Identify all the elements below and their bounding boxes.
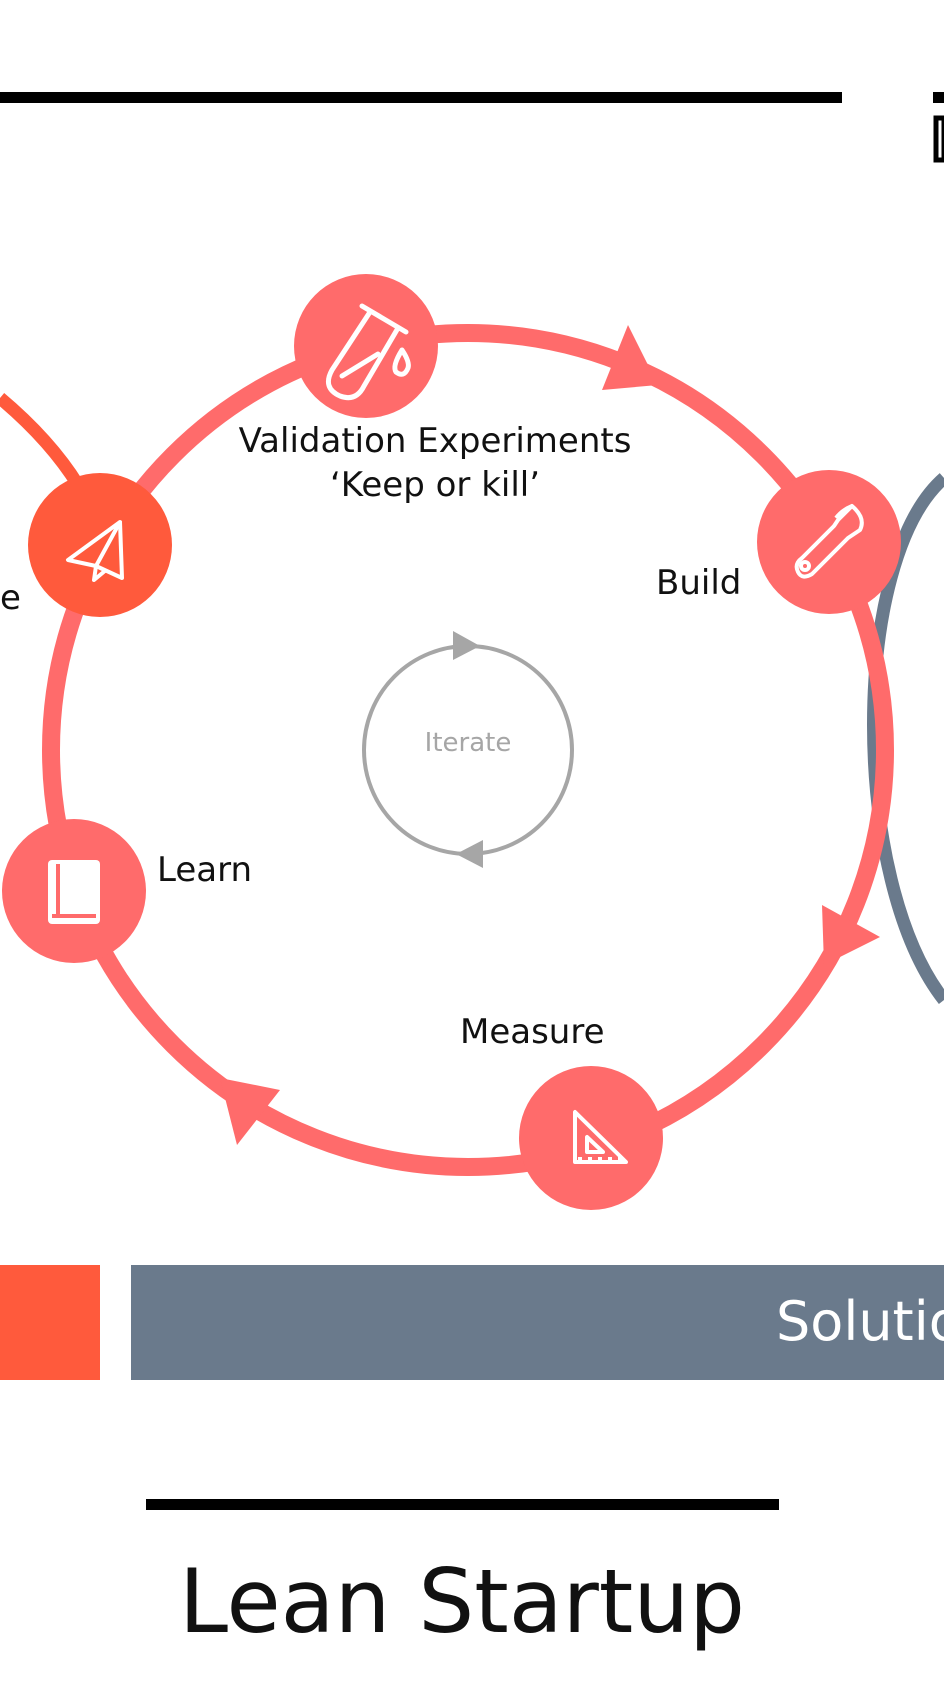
solution-bar-label: Solutio — [776, 1290, 944, 1353]
discovery-loop-arc — [0, 393, 84, 489]
build-node[interactable] — [757, 470, 901, 614]
top-rule-right — [933, 92, 944, 103]
measure-label: Measure — [460, 1012, 605, 1052]
launch-label-fragment: e — [0, 578, 21, 618]
ring-arrow-right — [822, 905, 880, 965]
build-measure-learn-ring — [42, 324, 894, 1176]
page-title: Lean Startup — [179, 1550, 745, 1653]
discovery-bar — [0, 1265, 100, 1380]
ring-arrow-bottom — [220, 1078, 280, 1145]
measure-node[interactable] — [519, 1066, 663, 1210]
validation-label: Validation Experiments ‘Keep or kill’ — [237, 419, 633, 507]
validation-label-line2: ‘Keep or kill’ — [329, 465, 541, 505]
iterate-arrow-top — [453, 631, 480, 660]
validation-label-line1: Validation Experiments — [238, 421, 632, 461]
set-square-icon — [573, 1110, 628, 1164]
iterate-arrow-bottom — [456, 840, 483, 868]
test-tube-icon — [325, 303, 411, 401]
solution-loop-arc — [867, 473, 944, 1005]
build-label: Build — [656, 563, 742, 603]
solution-bar — [131, 1265, 944, 1380]
paper-plane-icon — [66, 520, 124, 582]
launch-node[interactable] — [28, 473, 172, 617]
validation-node[interactable] — [294, 274, 438, 418]
learn-label: Learn — [157, 850, 253, 890]
iterate-label: Iterate — [424, 728, 512, 758]
title-rule — [146, 1499, 779, 1510]
wrench-icon — [794, 504, 864, 579]
top-rule — [0, 92, 842, 103]
book-icon — [48, 860, 100, 924]
ring-arrow-top — [602, 325, 658, 390]
top-rule-right-stub — [933, 115, 944, 163]
